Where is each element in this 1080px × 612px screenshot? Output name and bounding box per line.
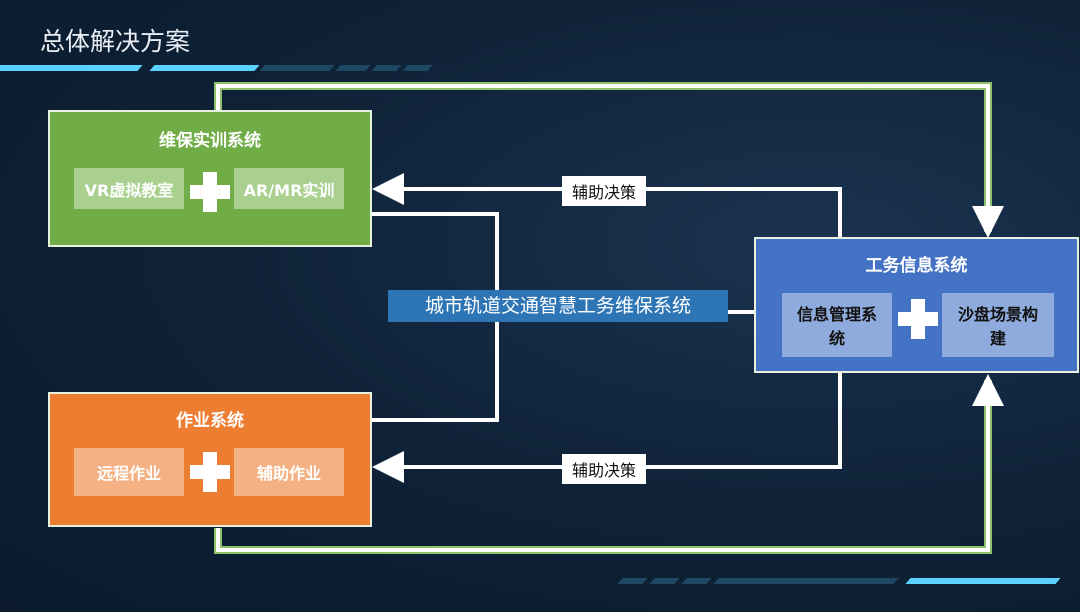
work-system-title: 作业系统 xyxy=(176,411,244,431)
work-system-box: 作业系统 远程作业 辅助作业 xyxy=(48,392,372,527)
plus-icon xyxy=(190,172,230,212)
plus-icon xyxy=(898,299,938,339)
sandbox-scene-construction: 沙盘场景构建 xyxy=(942,293,1054,357)
center-system-label: 城市轨道交通智慧工务维保系统 xyxy=(388,290,728,322)
info-management-system: 信息管理系统 xyxy=(782,293,892,357)
info-system-box: 工务信息系统 信息管理系统 沙盘场景构建 xyxy=(754,237,1079,373)
plus-icon xyxy=(190,452,230,492)
ar-mr-training: AR/MR实训 xyxy=(234,168,344,209)
decision-support-label-bottom: 辅助决策 xyxy=(562,454,647,484)
decision-support-label-top: 辅助决策 xyxy=(562,176,647,206)
page-title: 总体解决方案 xyxy=(40,27,191,56)
info-system-title: 工务信息系统 xyxy=(865,256,968,276)
vr-classroom: VR虚拟教室 xyxy=(74,168,184,209)
training-system-box: 维保实训系统 VR虚拟教室 AR/MR实训 xyxy=(48,110,372,247)
assisted-work: 辅助作业 xyxy=(234,448,344,496)
remote-work: 远程作业 xyxy=(74,448,184,496)
training-system-title: 维保实训系统 xyxy=(159,131,261,151)
